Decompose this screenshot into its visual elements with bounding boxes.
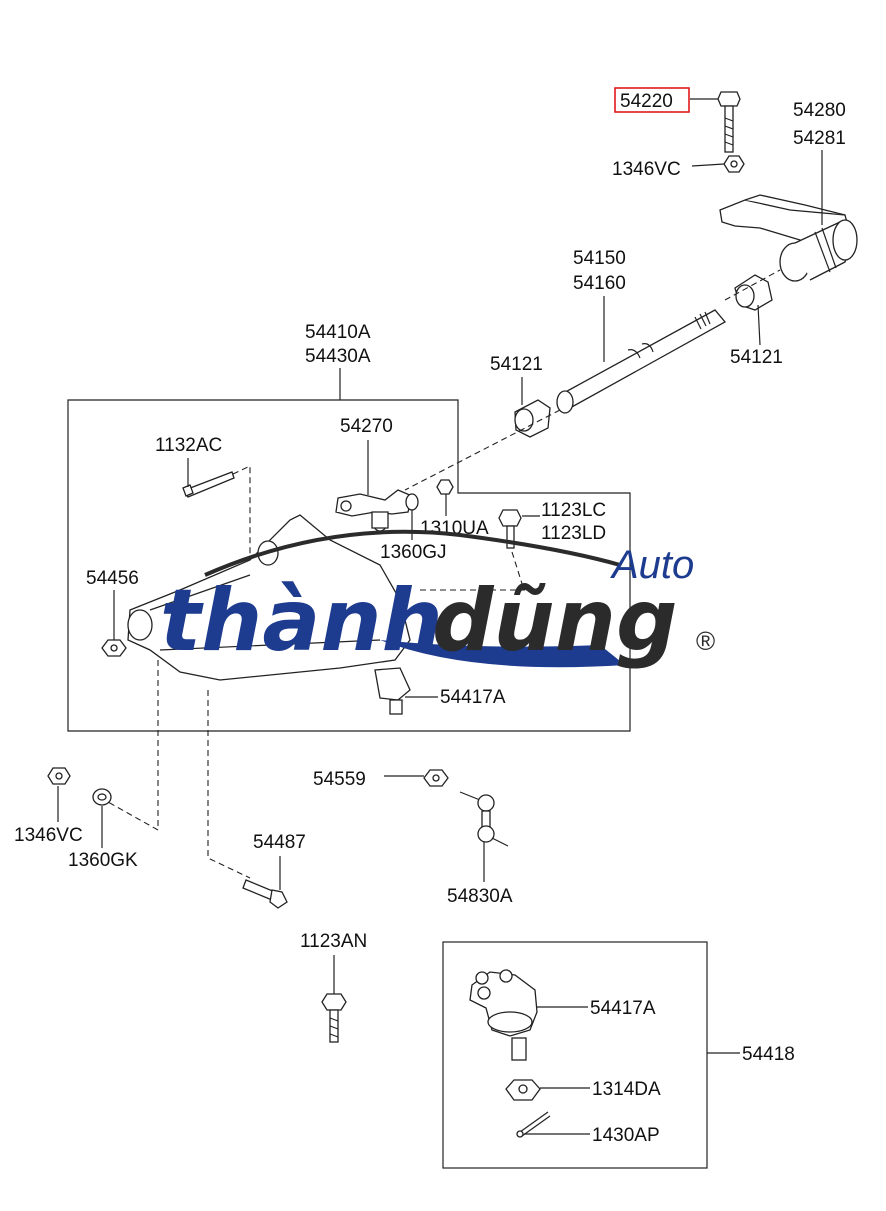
cam-bolt-54270 — [335, 489, 413, 532]
label-54121-left: 54121 — [490, 354, 543, 375]
ball-joint-54417a-top — [374, 667, 411, 715]
label-54430a: 54430A — [305, 346, 371, 367]
label-1123an: 1123AN — [300, 931, 367, 952]
label-1314da: 1314DA — [592, 1079, 661, 1100]
label-54830a: 54830A — [447, 886, 513, 907]
watermark-suffix: Auto — [610, 543, 694, 587]
label-54150: 54150 — [573, 248, 626, 269]
label-54487: 54487 — [253, 832, 306, 853]
bushing-54121-left — [514, 399, 551, 438]
nut-54559 — [423, 769, 449, 787]
washer-1360gk — [92, 788, 112, 806]
nut-54456 — [101, 639, 127, 657]
shaft-54150 — [556, 309, 727, 414]
nut-1314da — [505, 1079, 541, 1101]
label-1123lc: 1123LC — [541, 500, 606, 521]
label-1346vc-bottom: 1346VC — [14, 825, 83, 846]
nut-1310ua — [436, 479, 454, 495]
label-54418: 54418 — [742, 1044, 795, 1065]
label-54280: 54280 — [793, 100, 846, 121]
label-54281: 54281 — [793, 128, 846, 149]
washer-1360gj — [405, 493, 419, 511]
bolt-54487 — [242, 879, 288, 909]
label-54121-right: 54121 — [730, 347, 783, 368]
bolt-1123an — [321, 993, 347, 1043]
label-54417a-top: 54417A — [440, 687, 506, 708]
nut-1346vc-top — [723, 155, 745, 173]
label-54160: 54160 — [573, 273, 626, 294]
kit-frame-54418 — [442, 941, 708, 1169]
swoosh-bottom — [380, 640, 625, 668]
cotter-pin-1430ap — [516, 1111, 551, 1138]
bolt-1123lc — [498, 509, 522, 549]
label-1132ac: 1132AC — [155, 435, 222, 456]
upper-control-arm — [127, 514, 411, 681]
label-1360gj: 1360GJ — [380, 542, 447, 563]
highlight-box-54220 — [614, 87, 690, 113]
label-1123ld: 1123LD — [541, 523, 606, 544]
swoosh-top — [204, 529, 621, 577]
label-54559: 54559 — [313, 769, 366, 790]
watermark-brand: thành — [160, 571, 443, 671]
ball-joint-54417a-box — [469, 969, 538, 1061]
bolt-1132ac — [182, 471, 235, 498]
stabilizer-link-54830a — [459, 791, 509, 847]
label-54220: 54220 — [620, 91, 673, 112]
watermark-logo: thành dũng Auto ® — [160, 529, 715, 671]
label-54417a-box: 54417A — [590, 998, 656, 1019]
watermark-brand-2: dũng — [432, 571, 678, 671]
bracket-54280 — [719, 194, 858, 282]
registered-icon: ® — [696, 626, 715, 656]
bushing-54121-right — [734, 274, 773, 311]
nut-1346vc-bottom — [47, 767, 71, 785]
label-54456: 54456 — [86, 568, 139, 589]
bolt-54220 — [717, 91, 741, 153]
label-1346vc-top: 1346VC — [612, 159, 681, 180]
label-1430ap: 1430AP — [592, 1125, 660, 1146]
label-54270: 54270 — [340, 416, 393, 437]
label-1360gk: 1360GK — [68, 850, 138, 871]
assembly-frame — [67, 399, 631, 732]
label-54410a: 54410A — [305, 322, 371, 343]
